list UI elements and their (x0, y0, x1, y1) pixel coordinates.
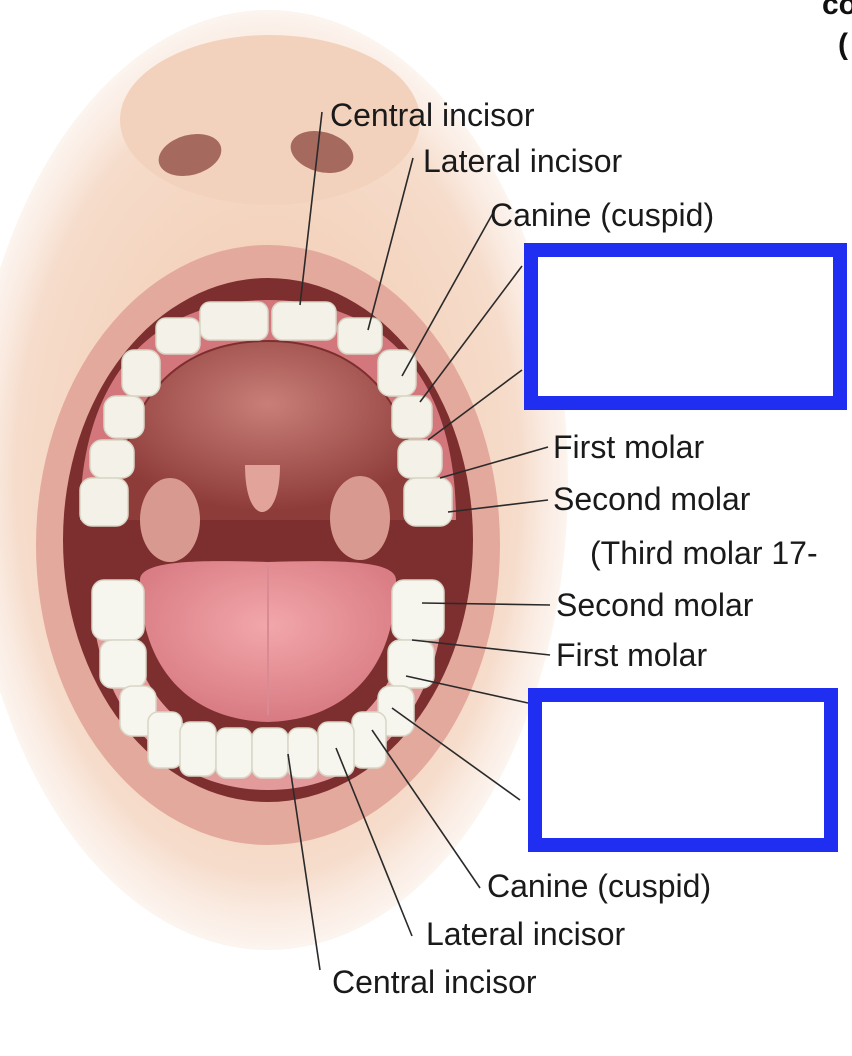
hard-palate (118, 342, 418, 520)
label-upper-second-molar: Second molar (553, 481, 751, 517)
lower-teeth (91, 579, 445, 779)
label-upper-canine: Canine (cuspid) (490, 197, 714, 233)
leader-lines (287, 111, 551, 971)
lower-premolars-mask (528, 688, 838, 852)
label-lower-first-molar: First molar (556, 637, 707, 673)
label-upper-central-incisor: Central incisor (330, 97, 535, 133)
label-lower-canine: Canine (cuspid) (487, 868, 711, 904)
left-tonsil (140, 478, 200, 562)
label-third-molar-note: (Third molar 17- (590, 535, 818, 571)
corner-text-line2: ( (838, 28, 848, 61)
upper-gum (80, 300, 456, 520)
right-nostril (290, 130, 354, 174)
upper-premolars-mask (524, 243, 847, 410)
left-nostril (158, 133, 222, 177)
nose (120, 35, 420, 205)
upper-teeth (79, 301, 453, 527)
uvula (245, 465, 280, 512)
label-upper-first-molar: First molar (553, 429, 704, 465)
label-upper-lateral-incisor: Lateral incisor (423, 143, 623, 179)
label-lower-central-incisor: Central incisor (332, 964, 537, 1000)
label-lower-second-molar: Second molar (556, 587, 754, 623)
corner-text-line1: co (822, 0, 852, 21)
right-tonsil (330, 476, 390, 560)
label-lower-lateral-incisor: Lateral incisor (426, 916, 626, 952)
